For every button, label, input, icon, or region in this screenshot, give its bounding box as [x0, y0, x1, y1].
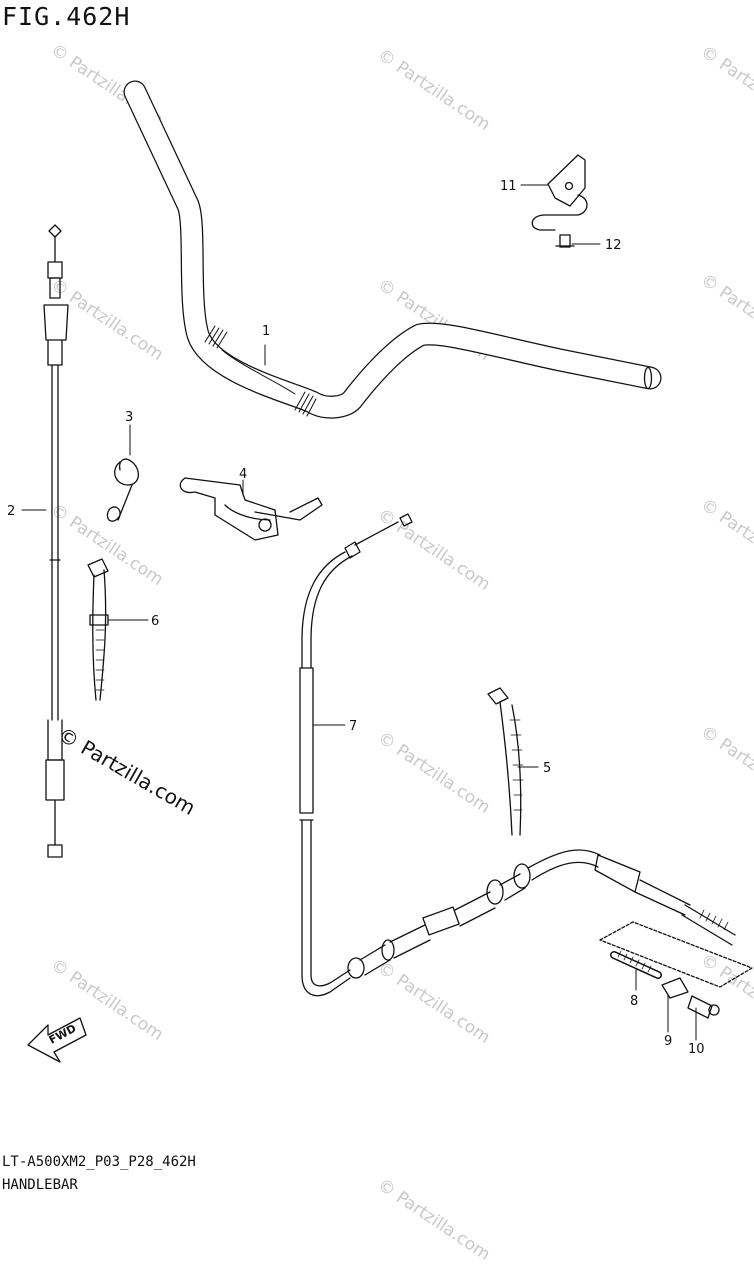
model-code: LT-A500XM2_P03_P28_462H: [2, 1154, 196, 1170]
right-cable-part: [299, 513, 736, 997]
section-name: HANDLEBAR: [2, 1177, 78, 1193]
fwd-arrow-icon: [27, 1017, 87, 1063]
leader-lines: [21, 184, 697, 1041]
callout-10: 10: [688, 1042, 705, 1057]
bracket-part: [531, 154, 588, 248]
tie-right-part: [487, 687, 524, 836]
callout-12: 12: [605, 238, 622, 253]
tie-left-part: [87, 558, 109, 701]
callout-9: 9: [664, 1034, 672, 1049]
parts-diagram: 1 2 3 4 5 6 7 8 9 10 11 12 FWD: [7, 80, 753, 1063]
clamp-part: [179, 477, 323, 541]
callout-7: 7: [349, 719, 357, 734]
callout-11: 11: [500, 179, 517, 194]
callout-3: 3: [125, 410, 133, 425]
small-parts-group: [599, 921, 753, 1019]
left-cable-part: [43, 224, 69, 858]
clip-part: [106, 458, 139, 522]
callouts: 1 2 3 4 5 6 7 8 9 10 11 12 FWD: [7, 179, 705, 1057]
callout-4: 4: [239, 467, 247, 482]
callout-5: 5: [543, 761, 551, 776]
handlebar-part: [123, 80, 662, 419]
callout-1: 1: [262, 324, 270, 339]
figure-id: FIG.462H: [2, 2, 131, 31]
callout-8: 8: [630, 994, 638, 1009]
callout-2: 2: [7, 504, 15, 519]
fwd-label: FWD: [47, 1022, 79, 1047]
callout-6: 6: [151, 614, 159, 629]
